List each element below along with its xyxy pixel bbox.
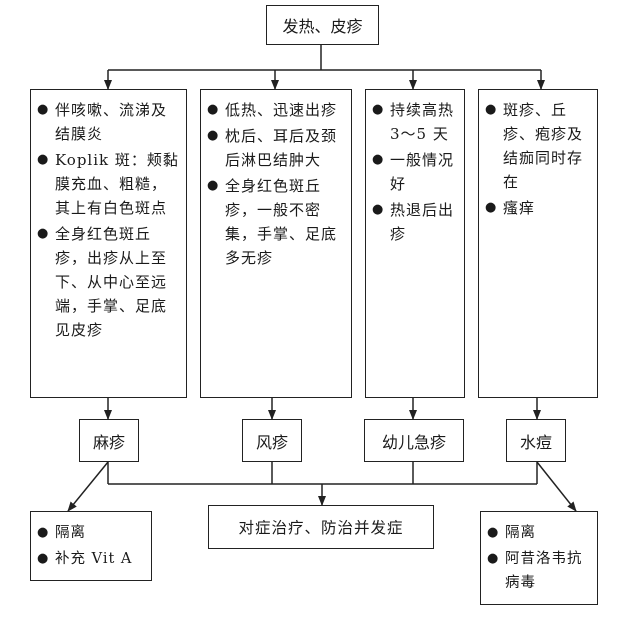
list-item: ●补充 Vit A — [37, 547, 145, 571]
list-item: ●Koplik 斑：颊黏膜充血、粗糙，其上有白色斑点 — [37, 148, 180, 220]
bullet-icon: ● — [37, 226, 50, 241]
list-item: ●枕后、耳后及颈后淋巴结肿大 — [207, 124, 345, 172]
list-item: ●全身红色斑丘疹，出疹从上至下、从中心至远端，手掌、足底见皮疹 — [37, 222, 180, 342]
roseola-label: 幼儿急疹 — [381, 432, 446, 452]
varicella-node: 水痘 — [506, 419, 566, 462]
common-treatment-label: 对症治疗、防治并发症 — [238, 519, 404, 537]
roseola-node: 幼儿急疹 — [364, 419, 464, 462]
list-item: ●瘙痒 — [485, 196, 591, 220]
list-item: ●阿昔洛韦抗病毒 — [487, 547, 591, 595]
list-item: ●低热、迅速出疹 — [207, 98, 345, 122]
arrow-to-measles-treatment — [67, 461, 109, 512]
root-label: 发热、皮疹 — [282, 17, 363, 36]
measles-treatment-box: ●隔离 ●补充 Vit A — [30, 511, 152, 581]
list-item: ●斑疹、丘疹、疱疹及结痂同时存在 — [485, 98, 591, 194]
list-item: ●隔离 — [37, 521, 145, 545]
rubella-symptoms-box: ●低热、迅速出疹 ●枕后、耳后及颈后淋巴结肿大 ●全身红色斑丘疹，一般不密集，手… — [200, 89, 352, 398]
list-item: ●热退后出疹 — [372, 198, 458, 246]
measles-node: 麻疹 — [79, 419, 139, 462]
list-item: ●隔离 — [487, 521, 591, 545]
list-item: ●伴咳嗽、流涕及结膜炎 — [37, 98, 180, 146]
common-treatment-box: 对症治疗、防治并发症 — [208, 505, 434, 549]
measles-symptoms-box: ●伴咳嗽、流涕及结膜炎 ●Koplik 斑：颊黏膜充血、粗糙，其上有白色斑点 ●… — [30, 89, 187, 398]
bullet-icon: ● — [487, 525, 500, 540]
bullet-icon: ● — [485, 200, 498, 215]
arrow-to-varicella-treatment — [536, 461, 577, 512]
bullet-icon: ● — [485, 102, 498, 117]
varicella-treatment-box: ●隔离 ●阿昔洛韦抗病毒 — [480, 511, 598, 605]
bullet-icon: ● — [487, 551, 500, 566]
bullet-icon: ● — [372, 152, 385, 167]
list-item: ●持续高热 3～5 天 — [372, 98, 458, 146]
bullet-icon: ● — [207, 102, 220, 117]
rubella-node: 风疹 — [242, 419, 302, 462]
list-item: ●一般情况好 — [372, 148, 458, 196]
root-node: 发热、皮疹 — [266, 5, 379, 45]
varicella-symptoms-box: ●斑疹、丘疹、疱疹及结痂同时存在 ●瘙痒 — [478, 89, 598, 398]
list-item: ●全身红色斑丘疹，一般不密集，手掌、足底多无疹 — [207, 174, 345, 270]
bullet-icon: ● — [37, 551, 50, 566]
bullet-icon: ● — [37, 152, 50, 167]
bullet-icon: ● — [37, 102, 50, 117]
roseola-symptoms-box: ●持续高热 3～5 天 ●一般情况好 ●热退后出疹 — [365, 89, 465, 398]
bullet-icon: ● — [207, 128, 220, 143]
bullet-icon: ● — [372, 102, 385, 117]
rubella-label: 风疹 — [255, 432, 288, 452]
bullet-icon: ● — [372, 202, 385, 217]
bullet-icon: ● — [207, 178, 220, 193]
varicella-label: 水痘 — [519, 432, 552, 452]
bullet-icon: ● — [37, 525, 50, 540]
measles-label: 麻疹 — [92, 432, 125, 452]
